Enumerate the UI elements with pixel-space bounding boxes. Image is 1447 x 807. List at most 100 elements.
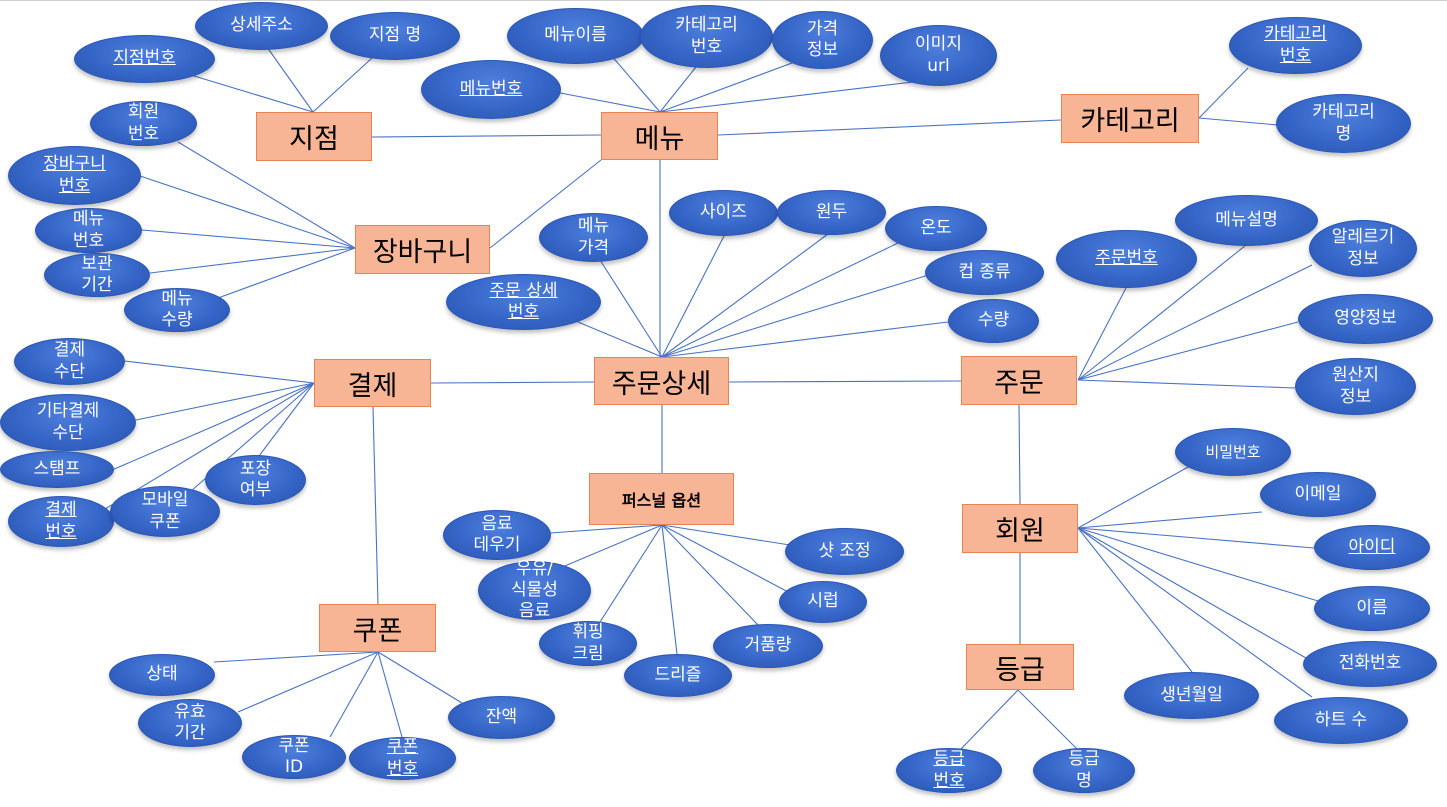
connector-line xyxy=(599,524,663,623)
attr-cp-balance: 잔액 xyxy=(448,696,555,739)
attr-ord-origin: 원산지 정보 xyxy=(1295,358,1416,415)
attr-cp-expiry: 유효 기간 xyxy=(138,699,242,747)
attr-od-menu-price: 메뉴 가격 xyxy=(539,213,648,262)
entity-category: 카테고리 xyxy=(1061,94,1199,143)
attr-opt-foam: 거품량 xyxy=(713,624,823,668)
attr-mb-hearts: 하트 수 xyxy=(1274,697,1408,744)
connector-line xyxy=(213,651,379,663)
connector-line xyxy=(661,524,759,626)
connector-line xyxy=(661,524,791,546)
connector-line xyxy=(661,524,791,594)
attr-opt-warm: 음료 데우기 xyxy=(443,510,551,560)
entity-menu: 메뉴 xyxy=(601,112,718,160)
connector-line xyxy=(1077,527,1319,602)
connector-line xyxy=(559,524,663,569)
connector-line xyxy=(1017,689,1079,751)
attr-category-no: 카테고리 번호 xyxy=(1229,17,1362,74)
attr-ord-allergy: 알레르기 정보 xyxy=(1309,220,1417,277)
attr-cp-id: 쿠폰 ID xyxy=(242,735,346,779)
attr-menu-category-no: 카테고리 번호 xyxy=(640,5,773,68)
connector-line xyxy=(149,247,356,274)
connector-line xyxy=(661,524,678,655)
connector-line xyxy=(661,235,725,358)
connector-line xyxy=(1077,379,1296,389)
attr-ord-menu-desc: 메뉴설명 xyxy=(1175,195,1318,246)
attr-cart-no: 장바구니 번호 xyxy=(8,146,141,205)
entity-grade: 등급 xyxy=(966,644,1074,690)
attr-menu-name: 메뉴이름 xyxy=(507,8,644,64)
connector-line xyxy=(577,321,663,358)
connector-line xyxy=(1077,527,1313,698)
attr-od-no: 주문 상세 번호 xyxy=(446,274,601,330)
attr-branch-name: 지점 명 xyxy=(330,12,460,60)
attr-cart-period: 보관 기간 xyxy=(44,253,150,297)
connector-line xyxy=(312,57,373,113)
attr-opt-syrup: 시럽 xyxy=(779,581,867,623)
connector-line xyxy=(659,79,931,113)
attr-cart-menu-no: 메뉴 번호 xyxy=(35,208,142,253)
connector-line xyxy=(728,380,962,383)
connector-line xyxy=(661,272,936,358)
entity-member: 회원 xyxy=(962,504,1078,553)
attr-category-name: 카테고리 명 xyxy=(1276,94,1411,153)
connector-line xyxy=(377,651,463,704)
attr-mb-password: 비밀번호 xyxy=(1175,428,1291,476)
attr-pay-stamp: 스탬프 xyxy=(0,451,114,488)
connector-line xyxy=(329,651,379,738)
connector-line xyxy=(139,175,356,249)
attr-od-cup: 컵 종류 xyxy=(925,250,1044,295)
connector-line xyxy=(141,229,356,249)
attr-mb-name: 이름 xyxy=(1314,586,1430,631)
connector-line xyxy=(661,241,901,358)
attr-cp-status: 상태 xyxy=(109,654,215,696)
connector-line xyxy=(111,382,315,471)
connector-line xyxy=(554,91,661,113)
attr-opt-whip: 휘핑 크림 xyxy=(539,621,637,666)
connector-line xyxy=(661,321,949,358)
entity-order: 주문 xyxy=(961,356,1077,405)
connector-line xyxy=(1077,465,1191,529)
attr-pay-no: 결제 번호 xyxy=(8,496,114,547)
connector-line xyxy=(1077,287,1127,381)
attr-menu-image-url: 이미지 url xyxy=(880,25,997,86)
attr-cp-no: 쿠폰 번호 xyxy=(349,737,456,780)
attr-od-qty: 수량 xyxy=(948,299,1039,343)
connector-line xyxy=(609,53,661,113)
connector-line xyxy=(959,689,1019,751)
attr-pay-other: 기타결제 수단 xyxy=(0,394,136,451)
attr-branch-no: 지점번호 xyxy=(74,35,215,83)
attr-pay-mobile-coupon: 모바일 쿠폰 xyxy=(110,486,220,537)
attr-gr-name: 등급 명 xyxy=(1033,748,1135,793)
connector-line xyxy=(123,360,315,384)
connector-line xyxy=(717,119,1062,136)
attr-opt-milk: 우유/ 식물성 음료 xyxy=(478,559,591,621)
connector-line xyxy=(1077,244,1247,381)
entity-order-detail: 주문상세 xyxy=(594,357,729,405)
connector-line xyxy=(1198,117,1279,126)
entity-coupon: 쿠폰 xyxy=(319,604,436,652)
attr-mb-id: 아이디 xyxy=(1314,525,1430,570)
connector-line xyxy=(237,651,379,713)
connector-line xyxy=(377,651,403,738)
attr-od-size: 사이즈 xyxy=(669,190,778,236)
attr-pay-method: 결제 수단 xyxy=(14,338,125,385)
attr-cart-qty: 메뉴 수량 xyxy=(124,288,230,332)
connector-line xyxy=(258,382,315,457)
attr-mb-email: 이메일 xyxy=(1260,472,1376,517)
connector-line xyxy=(1077,321,1299,381)
connector-line xyxy=(1018,404,1021,505)
connector-line xyxy=(1198,67,1249,119)
attr-od-bean: 원두 xyxy=(777,190,886,235)
connector-line xyxy=(549,524,663,534)
attr-opt-drizzle: 드리즐 xyxy=(624,654,732,697)
attr-menu-no: 메뉴번호 xyxy=(421,60,561,119)
connector-line xyxy=(430,381,595,384)
connector-line xyxy=(371,134,602,138)
connector-line xyxy=(661,233,829,358)
attr-branch-address: 상세주소 xyxy=(195,2,328,50)
connector-line xyxy=(1077,527,1193,673)
attr-od-temp: 온도 xyxy=(885,206,987,251)
attr-mb-phone: 전화번호 xyxy=(1303,641,1437,687)
connector-line xyxy=(261,39,314,113)
